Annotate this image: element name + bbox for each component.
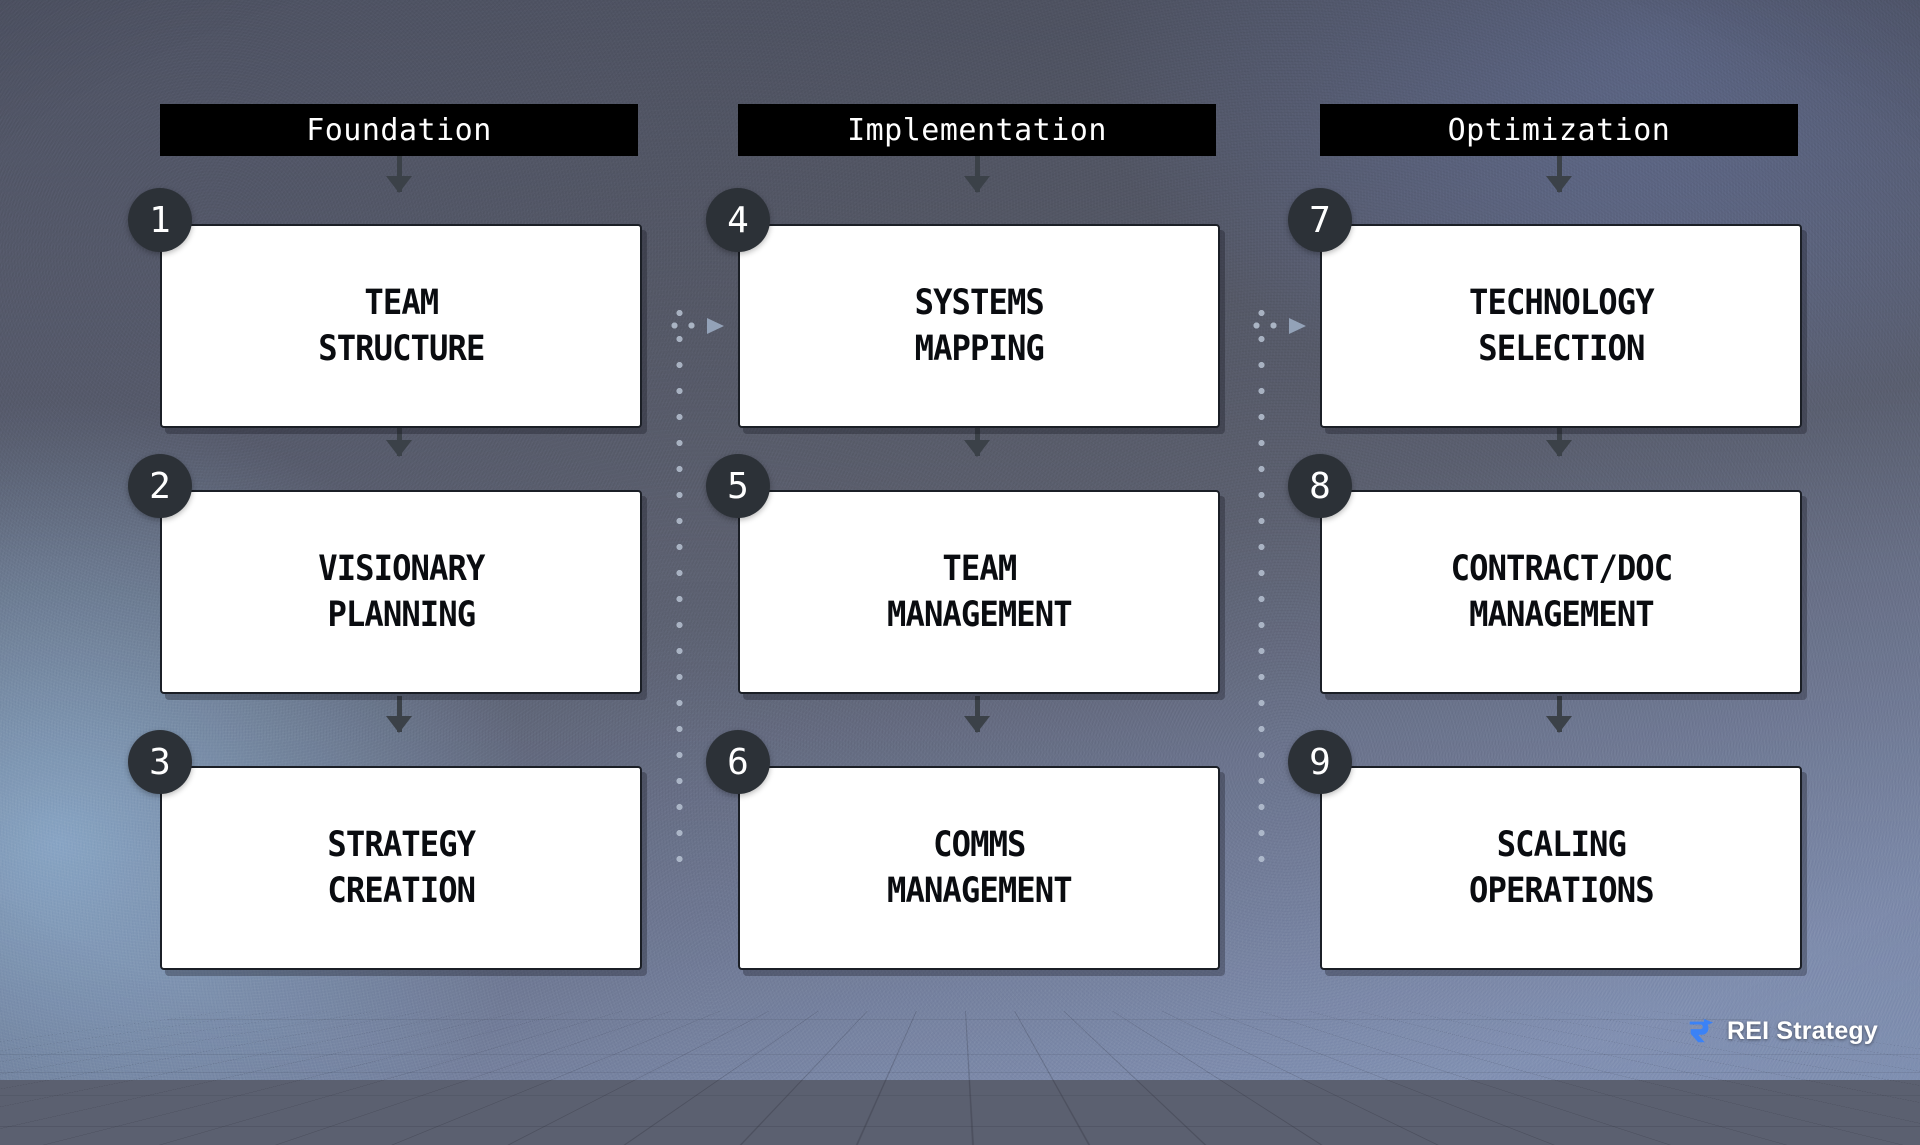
process-node[interactable]: TECHNOLOGY SELECTION [1320, 224, 1802, 428]
step-number-badge: 3 [128, 730, 192, 794]
process-node-label: TEAM MANAGEMENT [886, 548, 1073, 635]
phase-column-foundation: Foundation TEAM STRUCTURE 1 VISIONARY PL… [128, 0, 642, 1080]
process-node-label: TEAM STRUCTURE [317, 282, 485, 369]
process-node[interactable]: STRATEGY CREATION [160, 766, 642, 970]
process-node[interactable]: SYSTEMS MAPPING [738, 224, 1220, 428]
process-node-label: SCALING OPERATIONS [1468, 824, 1655, 911]
step-number-badge: 4 [706, 188, 770, 252]
arrow-node-7-to-node-8 [1546, 420, 1572, 457]
process-node-label: CONTRACT/DOC MANAGEMENT [1450, 548, 1673, 635]
process-node-label: VISIONARY PLANNING [317, 548, 485, 635]
process-flow-board: Foundation TEAM STRUCTURE 1 VISIONARY PL… [128, 0, 1802, 1080]
step-number-badge: 5 [706, 454, 770, 518]
phase-connector-arrow [1248, 318, 1306, 334]
arrow-node-5-to-node-6 [964, 696, 990, 733]
process-node-label: COMMS MANAGEMENT [886, 824, 1073, 911]
phase-header-optimization: Optimization [1320, 104, 1798, 156]
process-node[interactable]: CONTRACT/DOC MANAGEMENT [1320, 490, 1802, 694]
brand-logo: REI Strategy [1686, 1016, 1878, 1046]
phase-column-optimization: Optimization TECHNOLOGY SELECTION 7 CONT… [1288, 0, 1802, 1080]
process-node[interactable]: TEAM MANAGEMENT [738, 490, 1220, 694]
step-number-badge: 1 [128, 188, 192, 252]
process-node-label: SYSTEMS MAPPING [914, 282, 1044, 369]
arrow-header-to-node-7 [1546, 156, 1572, 193]
step-number-badge: 9 [1288, 730, 1352, 794]
process-node[interactable]: TEAM STRUCTURE [160, 224, 642, 428]
arrow-node-2-to-node-3 [386, 696, 412, 733]
phase-header-foundation: Foundation [160, 104, 638, 156]
rei-arrow-icon [1689, 1018, 1714, 1043]
step-number-badge: 6 [706, 730, 770, 794]
arrow-header-to-node-4 [964, 156, 990, 193]
arrow-node-4-to-node-5 [964, 420, 990, 457]
phase-connector-dotted-line [676, 300, 683, 882]
step-number-badge: 8 [1288, 454, 1352, 518]
phase-header-implementation: Implementation [738, 104, 1216, 156]
arrow-node-8-to-node-9 [1546, 696, 1572, 733]
step-number-badge: 7 [1288, 188, 1352, 252]
process-node-label: STRATEGY CREATION [327, 824, 476, 911]
step-number-badge: 2 [128, 454, 192, 518]
arrow-node-1-to-node-2 [386, 420, 412, 457]
process-node[interactable]: SCALING OPERATIONS [1320, 766, 1802, 970]
phase-connector-dotted-line [1258, 300, 1265, 882]
phase-connector-arrow [666, 318, 724, 334]
process-node[interactable]: COMMS MANAGEMENT [738, 766, 1220, 970]
process-node-label: TECHNOLOGY SELECTION [1468, 282, 1655, 369]
brand-logo-text: REI Strategy [1726, 1016, 1878, 1045]
arrow-header-to-node-1 [386, 156, 412, 193]
process-node[interactable]: VISIONARY PLANNING [160, 490, 642, 694]
phase-column-implementation: Implementation SYSTEMS MAPPING 4 TEAM MA… [706, 0, 1220, 1080]
